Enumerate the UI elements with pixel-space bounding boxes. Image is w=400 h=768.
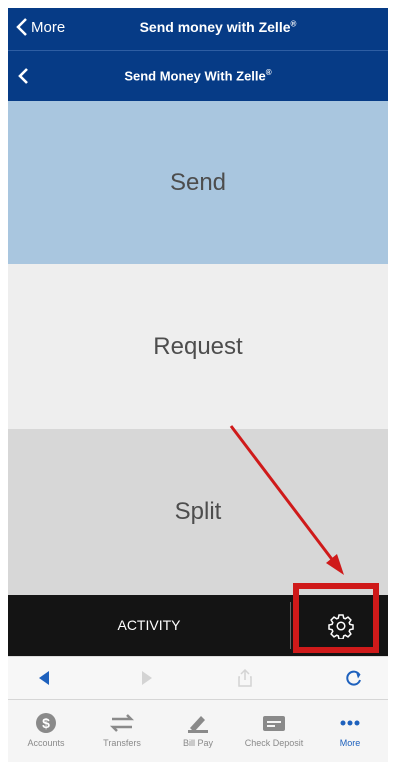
page-title: Send money with Zelle® xyxy=(139,19,297,35)
back-to-more-button[interactable]: More xyxy=(16,17,65,37)
bar-divider xyxy=(290,602,291,649)
split-button[interactable]: Split xyxy=(8,429,388,595)
tab-label: More xyxy=(339,738,361,748)
tab-check-deposit[interactable]: Check Deposit xyxy=(236,712,312,748)
bottom-tab-bar: $ Accounts Transfers Bill Pay Check Depo… xyxy=(8,699,388,762)
zelle-sub-header: Send Money With Zelle® xyxy=(8,50,388,102)
settings-button[interactable] xyxy=(309,595,372,656)
svg-text:$: $ xyxy=(42,715,50,731)
tab-label: Transfers xyxy=(103,738,141,748)
tab-transfers[interactable]: Transfers xyxy=(84,712,160,748)
activity-settings-bar: ACTIVITY xyxy=(8,595,388,656)
zelle-screen: More Send money with Zelle® Send Money W… xyxy=(8,8,388,762)
back-label: More xyxy=(31,18,66,36)
check-deposit-icon xyxy=(263,716,285,731)
transfer-icon xyxy=(109,714,135,732)
refresh-icon[interactable] xyxy=(344,668,364,688)
back-chevron-icon[interactable] xyxy=(17,67,29,85)
tab-accounts[interactable]: $ Accounts xyxy=(8,712,84,748)
tab-more[interactable]: More xyxy=(312,712,388,748)
tab-label: Check Deposit xyxy=(244,738,304,748)
browser-toolbar xyxy=(8,656,388,700)
dollar-icon: $ xyxy=(36,713,56,733)
top-navigation-bar: More Send money with Zelle® xyxy=(8,8,388,50)
zelle-section-title: Send Money With Zelle® xyxy=(124,68,272,84)
tab-label: Accounts xyxy=(27,738,65,748)
gear-icon xyxy=(327,613,354,639)
settings-highlight-box xyxy=(293,583,379,653)
tab-bill-pay[interactable]: Bill Pay xyxy=(160,712,236,748)
request-button[interactable]: Request xyxy=(8,264,388,429)
share-icon xyxy=(238,668,252,687)
activity-button[interactable]: ACTIVITY xyxy=(117,617,181,633)
tab-label: Bill Pay xyxy=(182,738,213,748)
send-button[interactable]: Send xyxy=(8,101,388,264)
back-triangle-icon[interactable] xyxy=(34,668,54,688)
more-icon xyxy=(340,720,360,726)
bill-pay-icon xyxy=(188,716,208,733)
forward-triangle-icon xyxy=(142,671,152,685)
chevron-left-icon xyxy=(16,18,27,36)
